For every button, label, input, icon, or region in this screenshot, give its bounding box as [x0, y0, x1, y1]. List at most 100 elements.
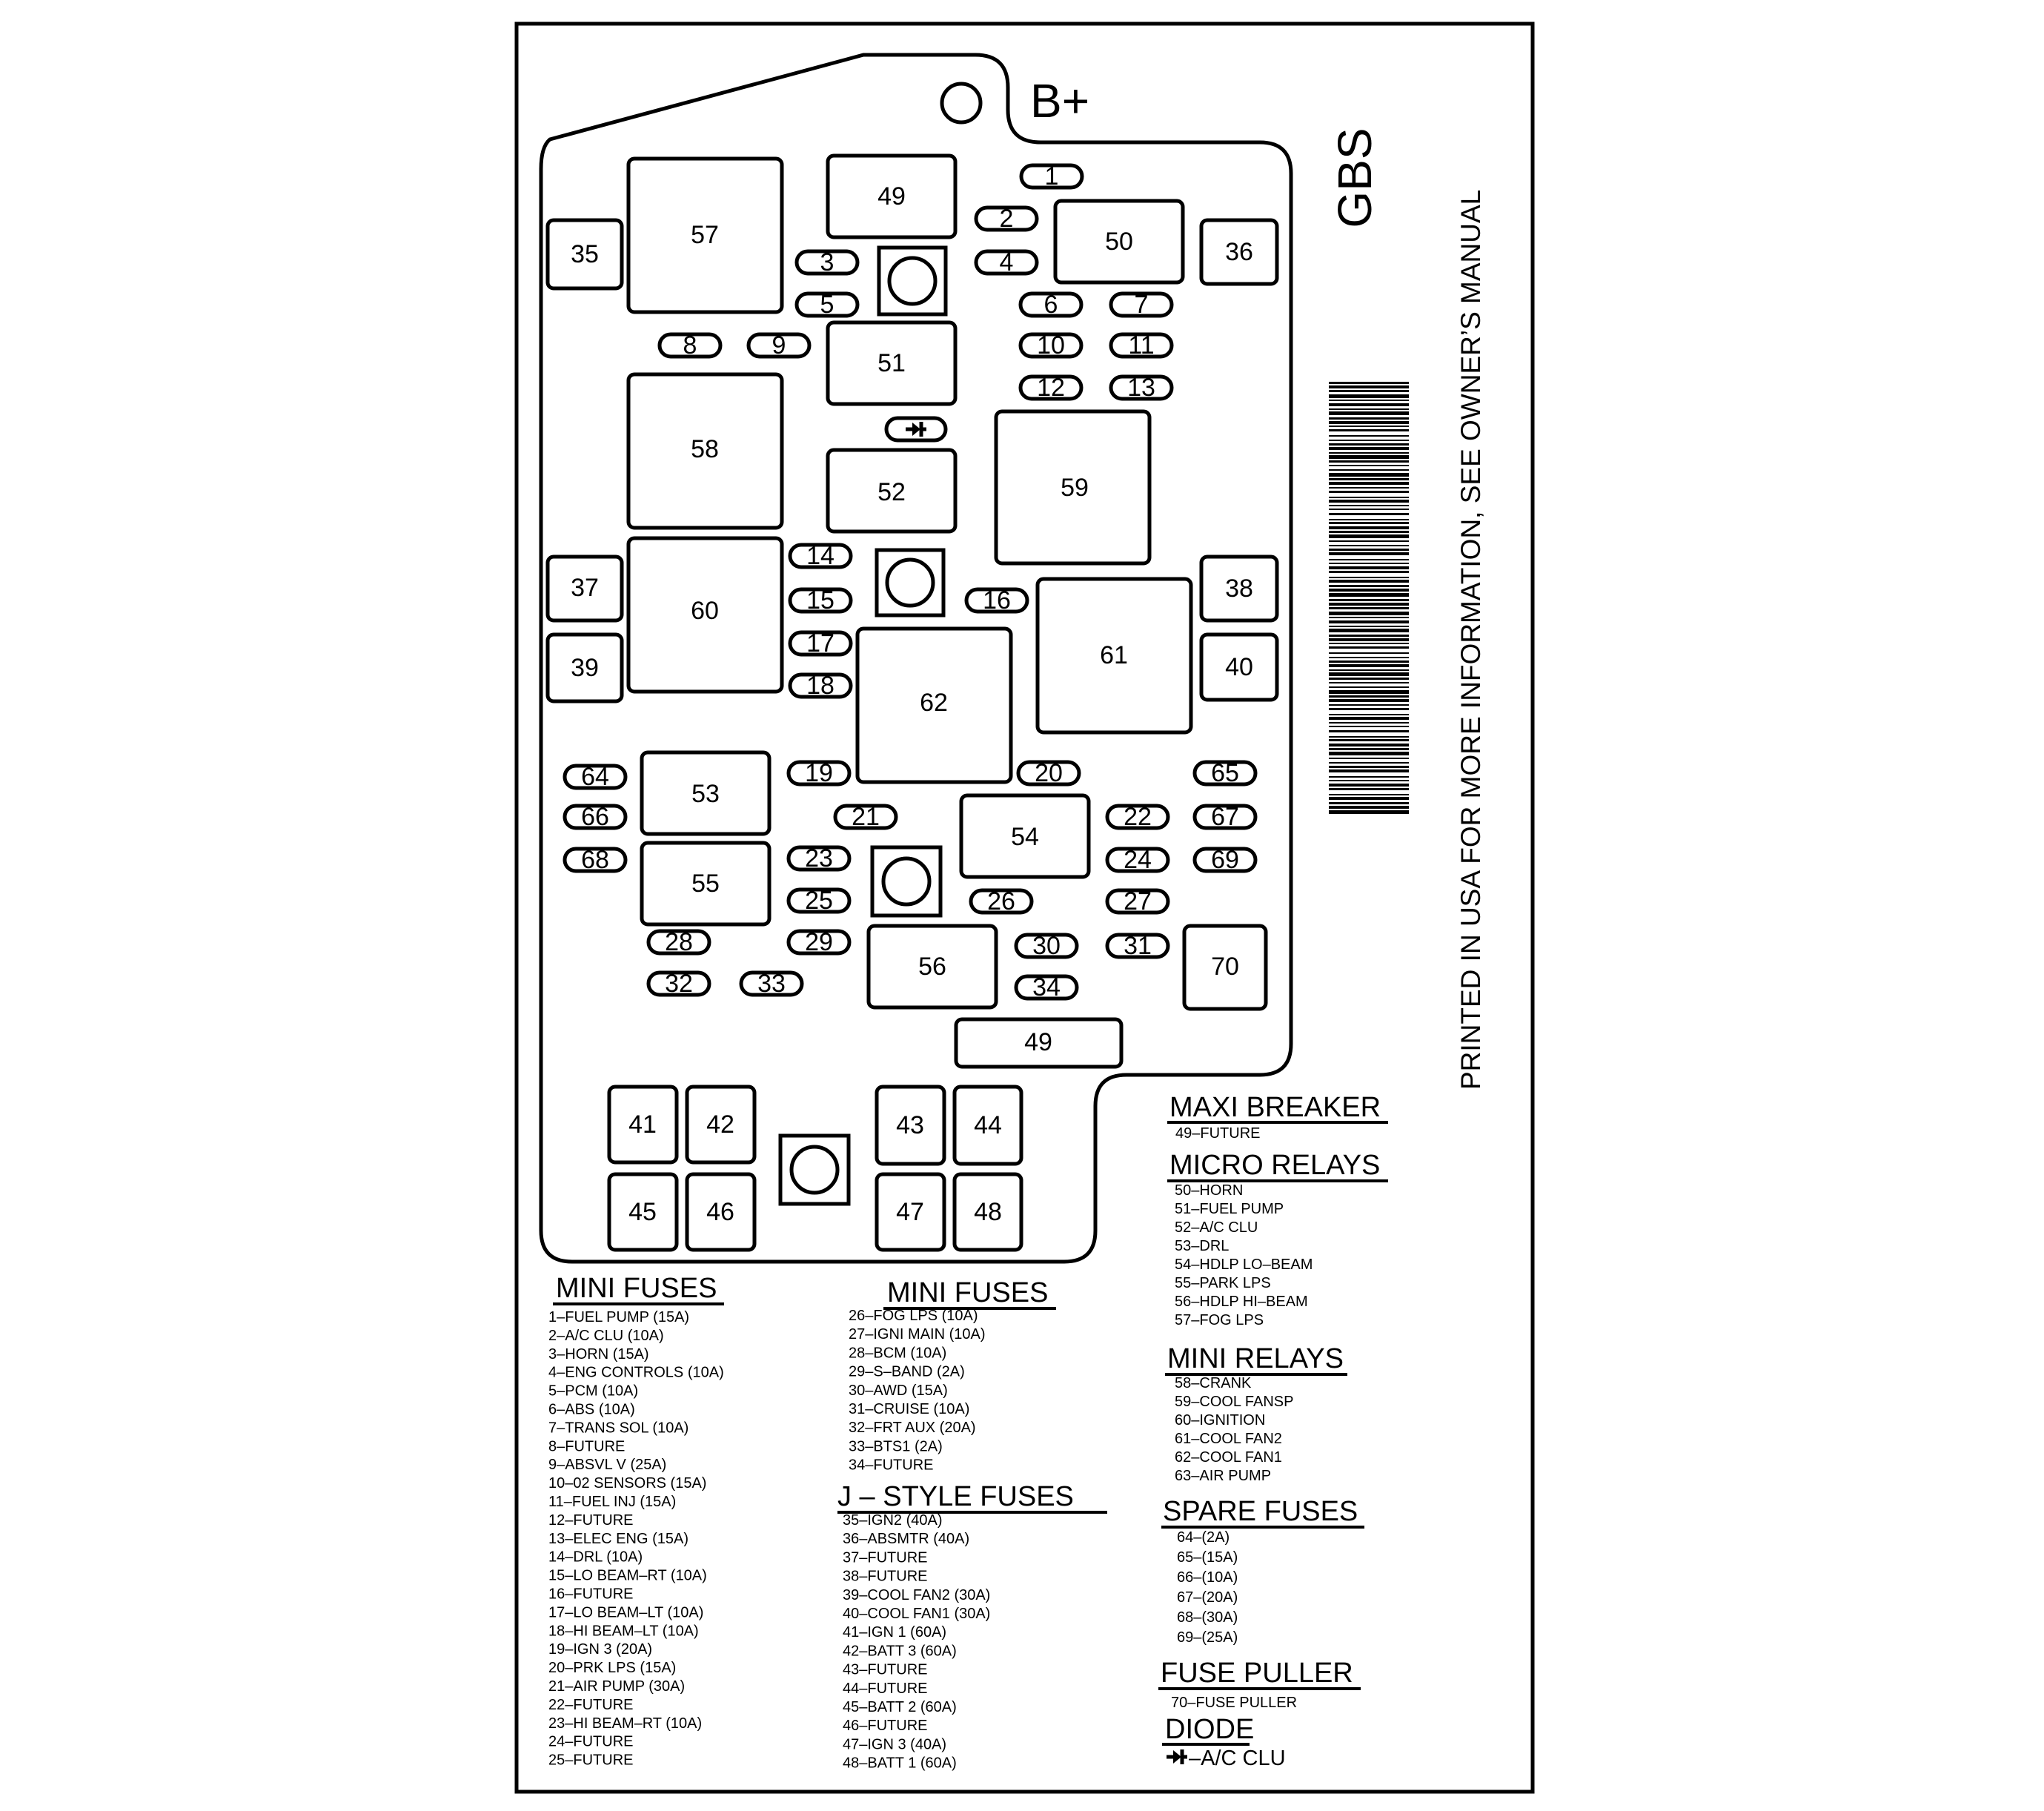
barcode-bar — [1329, 652, 1409, 654]
fuse-15-label: 15 — [806, 586, 834, 615]
box-49: 49 — [954, 1017, 1124, 1069]
box-48-label: 48 — [974, 1198, 1002, 1226]
box-59: 58 — [626, 372, 784, 530]
legend-title: SPARE FUSES — [1163, 1496, 1358, 1527]
fuse-27-label: 27 — [1124, 887, 1152, 916]
legend-item: 30–AWD (15A) — [849, 1383, 948, 1399]
legend-item: 56–HDLP HI–BEAM — [1175, 1294, 1308, 1310]
legend-item: 1–FUEL PUMP (15A) — [548, 1309, 689, 1325]
legend-item: 44–FUTURE — [843, 1681, 927, 1697]
legend-item: 27–IGNI MAIN (10A) — [849, 1326, 986, 1342]
fuse-16-label: 16 — [983, 586, 1011, 615]
barcode-bar — [1329, 403, 1409, 406]
fuse-33-label: 33 — [757, 970, 786, 998]
barcode-bar — [1329, 531, 1409, 533]
box-39-label: 39 — [571, 654, 599, 682]
fuse-68: 68 — [563, 846, 628, 874]
barcode-bar — [1329, 784, 1409, 787]
legend-item: 11–FUEL INJ (15A) — [548, 1494, 676, 1510]
fuse-20-label: 20 — [1035, 759, 1063, 787]
legend-diode: DIODE –A/C CLU — [1162, 1714, 1286, 1770]
fuse-69: 69 — [1192, 846, 1258, 874]
fuse-21-label: 21 — [852, 803, 880, 831]
printed-note: PRINTED IN USA FOR MORE INFORMATION, SEE… — [1456, 190, 1486, 1090]
legend-item: 58–CRANK — [1175, 1375, 1252, 1391]
fuse-64: 64 — [563, 763, 628, 791]
barcode-bar — [1329, 664, 1409, 667]
legend-item: 10–02 SENSORS (15A) — [548, 1475, 706, 1491]
fuse-66-label: 66 — [581, 803, 609, 831]
legend-item: 14–DRL (10A) — [548, 1549, 643, 1566]
legend-item: 18–HI BEAM–LT (10A) — [548, 1623, 699, 1639]
fuse-17: 17 — [788, 629, 853, 658]
fuse-15: 15 — [788, 586, 853, 615]
bolt — [877, 245, 948, 317]
legend-title: FUSE PULLER — [1161, 1658, 1353, 1689]
legend-title: MICRO RELAYS — [1169, 1150, 1380, 1181]
barcode-bar — [1329, 744, 1409, 746]
diode-socket — [884, 416, 948, 443]
box-54: 53 — [640, 750, 772, 836]
box-57: 56 — [866, 924, 998, 1010]
legend-item: 26–FOG LPS (10A) — [849, 1308, 978, 1324]
barcode-bar — [1329, 426, 1409, 427]
fuse-14: 14 — [788, 542, 853, 570]
bolt — [778, 1133, 851, 1206]
legend-title: J – STYLE FUSES — [837, 1481, 1074, 1512]
fuse-33: 33 — [739, 970, 804, 998]
fuse-28: 28 — [646, 928, 711, 956]
box-37: 37 — [545, 554, 624, 623]
fuse-7-label: 7 — [1135, 291, 1149, 319]
barcode-bar — [1329, 599, 1409, 601]
barcode-bar — [1329, 748, 1409, 750]
barcode-bar — [1329, 810, 1409, 814]
fuse-20: 20 — [1016, 759, 1081, 787]
fuse-29: 29 — [786, 928, 852, 956]
box-49-label: 49 — [1024, 1028, 1052, 1056]
barcode-bar — [1329, 593, 1409, 597]
fuse-65-label: 65 — [1211, 759, 1239, 787]
legend-item: 45–BATT 2 (60A) — [843, 1699, 957, 1715]
fuse-26-label: 26 — [987, 887, 1015, 916]
bolt — [870, 845, 943, 918]
barcode-bar — [1329, 390, 1409, 392]
box-51: 50 — [1053, 199, 1185, 285]
barcode-bar — [1329, 629, 1409, 632]
legend-item: 68–(30A) — [1177, 1609, 1238, 1626]
box-43-label: 43 — [896, 1111, 924, 1139]
box-52: 51 — [826, 320, 958, 406]
barcode-bar — [1329, 717, 1409, 720]
fuse-4: 4 — [974, 248, 1039, 277]
fuse-64-label: 64 — [581, 763, 609, 791]
legend-title: MINI RELAYS — [1167, 1343, 1344, 1374]
fuse-4-label: 4 — [1000, 248, 1014, 277]
box-70-label: 70 — [1211, 953, 1239, 981]
barcode-bar — [1329, 736, 1409, 738]
barcode-bar — [1329, 455, 1409, 459]
box-56-label: 55 — [691, 870, 720, 898]
barcode-bar — [1329, 469, 1409, 471]
legend-item: 8–FUTURE — [548, 1438, 625, 1454]
legend-item: 53–DRL — [1175, 1238, 1229, 1254]
barcode-bar — [1329, 534, 1409, 538]
legend-item: 65–(15A) — [1177, 1549, 1238, 1566]
legend-item: 57–FOG LPS — [1175, 1312, 1264, 1328]
barcode-bar — [1329, 478, 1409, 480]
box-44-label: 44 — [974, 1111, 1002, 1139]
barcode-bar — [1329, 585, 1409, 587]
box-51-label: 50 — [1105, 228, 1133, 256]
barcode-bar — [1329, 505, 1409, 506]
brand-mark: GBS — [1328, 128, 1381, 228]
barcode-bar — [1329, 400, 1409, 401]
legend-item: 21–AIR PUMP (30A) — [548, 1678, 685, 1695]
box-38-label: 38 — [1225, 575, 1253, 603]
box-58: 57 — [626, 156, 784, 314]
legend-item: 25–FUTURE — [548, 1752, 633, 1769]
fuse-13-label: 13 — [1127, 374, 1155, 402]
legend-item: 13–ELEC ENG (15A) — [548, 1531, 688, 1547]
barcode-bar — [1329, 385, 1409, 388]
barcode-bar — [1329, 497, 1409, 498]
barcode-bar — [1329, 408, 1409, 410]
barcode-bar — [1329, 526, 1409, 529]
